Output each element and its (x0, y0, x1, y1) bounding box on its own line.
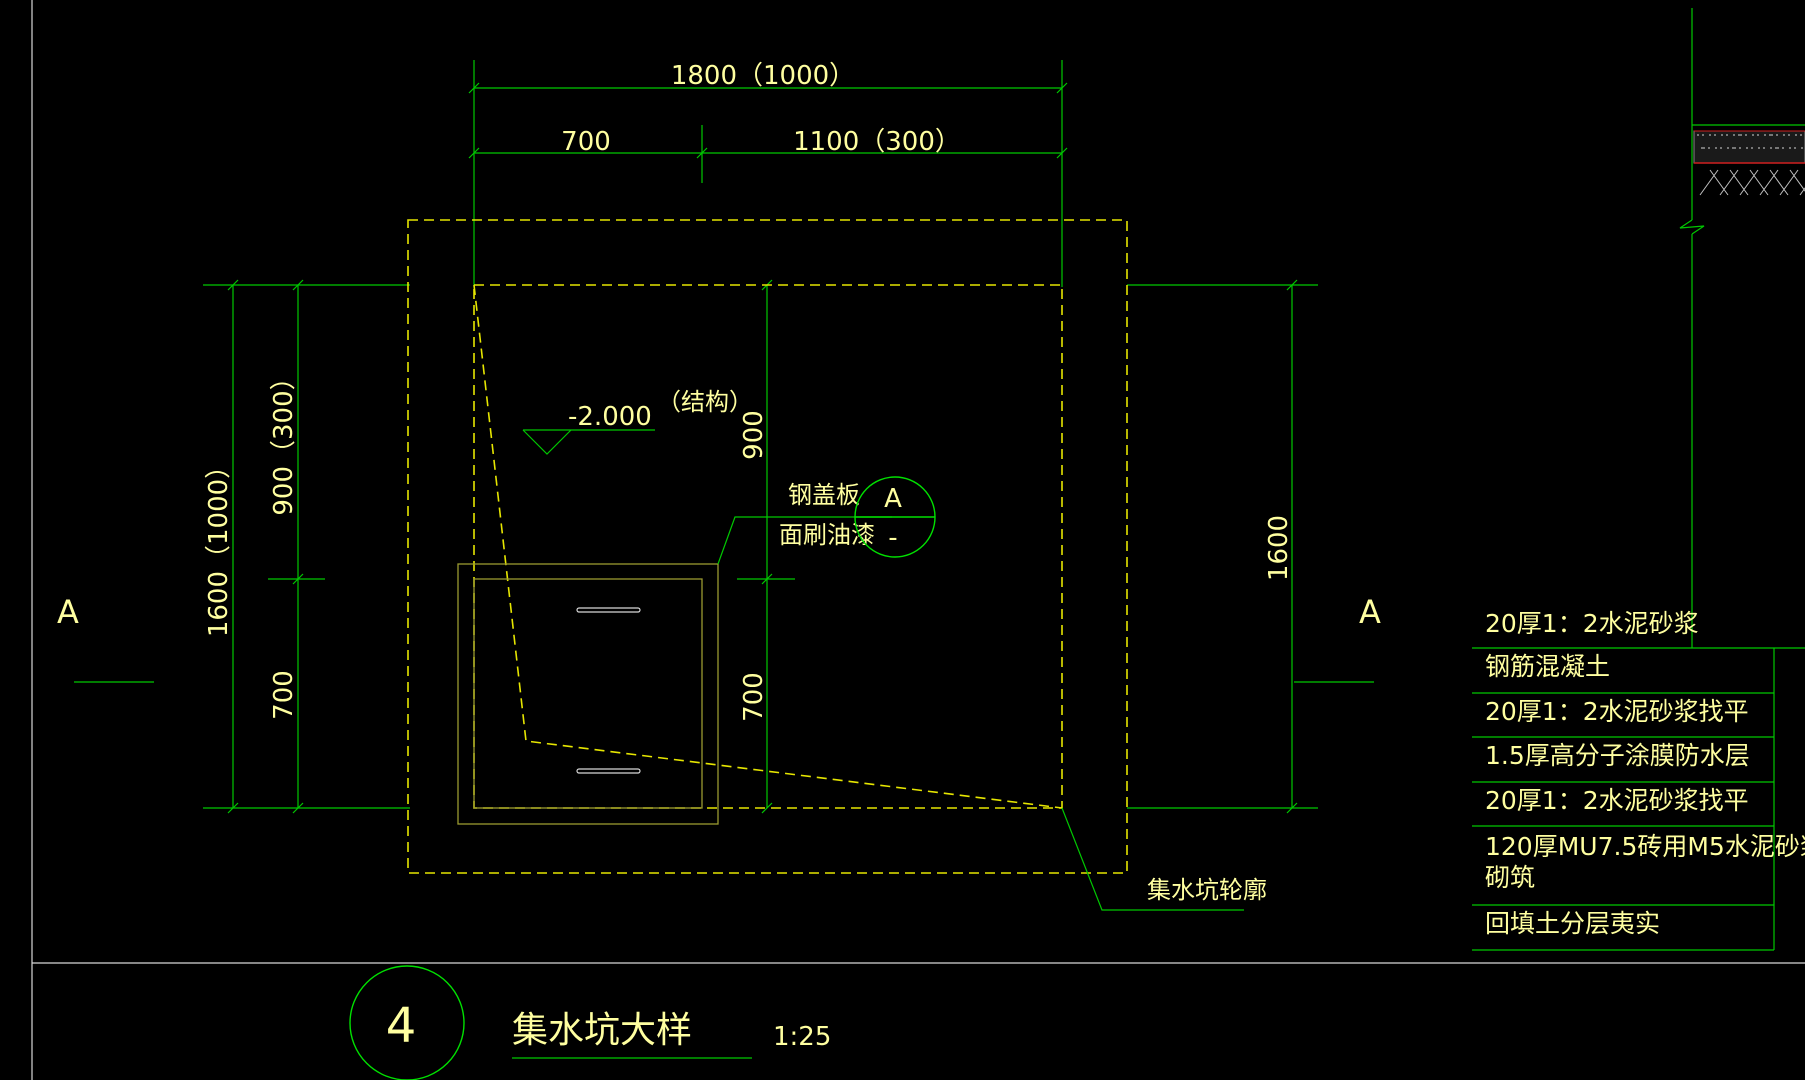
legend-layer-4: 1.5厚高分子涂膜防水层 (1485, 741, 1750, 770)
drawing-frame (31, 0, 1805, 1080)
callout-leader (717, 516, 892, 565)
section-edge-detail (1679, 8, 1805, 648)
dim-top-left: 700 (561, 127, 611, 157)
legend-layer-1: 20厚1：2水泥砂浆 (1485, 609, 1699, 638)
steel-cover-plate-outer (457, 563, 719, 825)
legend-layer-5: 20厚1：2水泥砂浆找平 (1485, 786, 1749, 815)
callout-line1: 钢盖板 (788, 481, 860, 509)
legend-leader-lines (1472, 647, 1805, 951)
dim-inner-lower: 700 (739, 672, 769, 722)
detail-scale: 1:25 (773, 1022, 831, 1052)
dim-right-total: 1600 (1264, 515, 1294, 581)
detail-title: 集水坑大样 (512, 1010, 692, 1051)
top-dimension-lines (468, 60, 1068, 287)
dim-inner-upper: 900 (739, 410, 769, 460)
detail-ref-letter: A (884, 484, 902, 514)
legend-layer-6: 120厚MU7.5砖用M5水泥砂浆 (1485, 832, 1805, 861)
elevation-value: -2.000 (568, 402, 652, 432)
legend-layer-3: 20厚1：2水泥砂浆找平 (1485, 697, 1749, 726)
section-mark-right: A (1359, 593, 1381, 631)
right-dimension-lines (1127, 279, 1318, 814)
detail-reference-bubble (854, 476, 936, 558)
detail-number-circle (349, 965, 465, 1080)
dim-top-right: 1100（300） (793, 127, 961, 157)
pit-inner-outline (473, 284, 1063, 809)
elevation-note: （结构） (657, 388, 753, 416)
legend-layer-2: 钢筋混凝土 (1485, 652, 1610, 681)
dim-top-total: 1800（1000） (671, 61, 855, 91)
detail-number: 4 (386, 998, 417, 1054)
left-dimension-lines (203, 279, 410, 814)
callout-line2: 面刷油漆 (779, 521, 875, 549)
detail-ref-sheet: - (888, 523, 897, 553)
legend-layer-6b: 砌筑 (1485, 863, 1535, 892)
pit-outline-leader (1061, 807, 1244, 911)
cover-handle-upper (576, 607, 641, 613)
pit-outline-label: 集水坑轮廓 (1147, 876, 1267, 904)
elevation-marker (522, 429, 655, 455)
cover-handle-lower (576, 768, 641, 774)
pit-outer-outline (407, 219, 1128, 874)
steel-cover-plate-inner (473, 578, 703, 809)
dim-left-total: 1600（1000） (204, 453, 234, 637)
dim-left-lower: 700 (269, 670, 299, 720)
section-mark-left: A (57, 593, 79, 631)
dim-left-upper: 900（300） (269, 364, 299, 515)
pit-slope-outline (473, 284, 1063, 809)
legend-layer-7: 回填土分层夷实 (1485, 909, 1660, 938)
